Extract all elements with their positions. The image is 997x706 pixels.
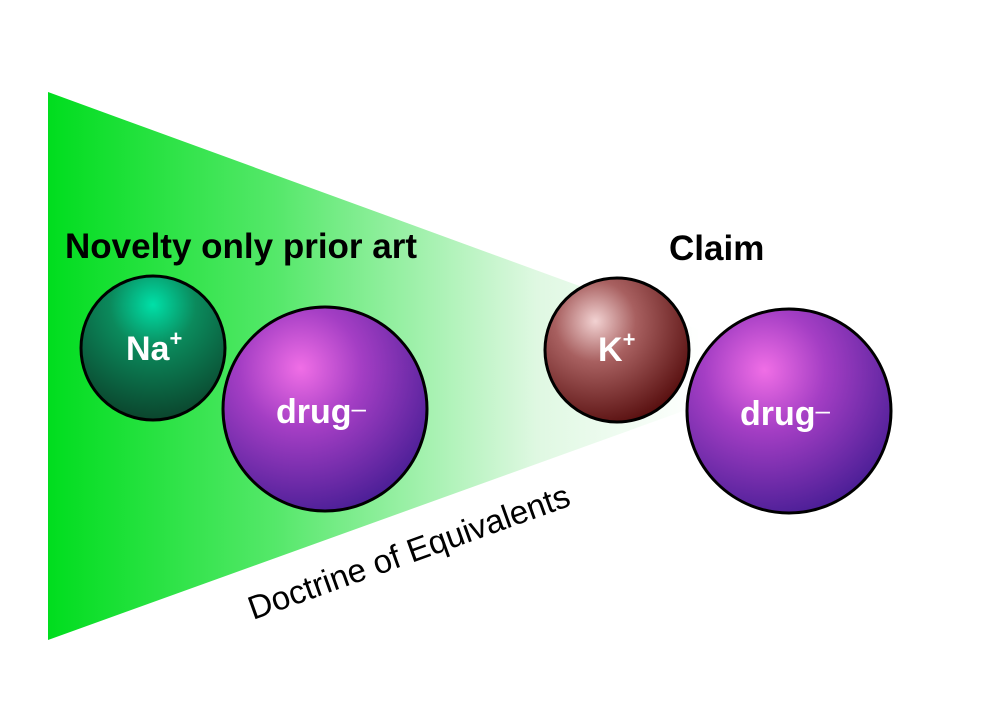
potassium-symbol-text: K (598, 331, 623, 369)
sodium-symbol: Na+ (126, 326, 182, 368)
prior-art-label: Novelty only prior art (65, 227, 417, 266)
claim-drug-sphere (685, 307, 893, 515)
sodium-ion: Na+ (79, 274, 227, 422)
claim-drug-ion: drug– (685, 307, 893, 515)
potassium-charge: + (623, 327, 636, 352)
claim-drug-label: drug– (740, 395, 831, 433)
sodium-sphere (79, 274, 227, 422)
prior-art-drug-charge: – (352, 393, 367, 423)
claim-label: Claim (669, 229, 764, 268)
potassium-symbol: K+ (598, 327, 635, 369)
potassium-ion: K+ (543, 276, 691, 424)
potassium-sphere (543, 276, 691, 424)
prior-art-drug-sphere (221, 305, 429, 513)
claim-drug-charge: – (816, 395, 831, 425)
prior-art-drug-ion: drug– (221, 305, 429, 513)
sodium-charge: + (169, 326, 182, 351)
prior-art-drug-label: drug– (276, 393, 367, 431)
sodium-symbol-text: Na (126, 330, 171, 368)
prior-art-drug-symbol: drug (276, 393, 352, 431)
claim-drug-symbol: drug (740, 395, 816, 433)
